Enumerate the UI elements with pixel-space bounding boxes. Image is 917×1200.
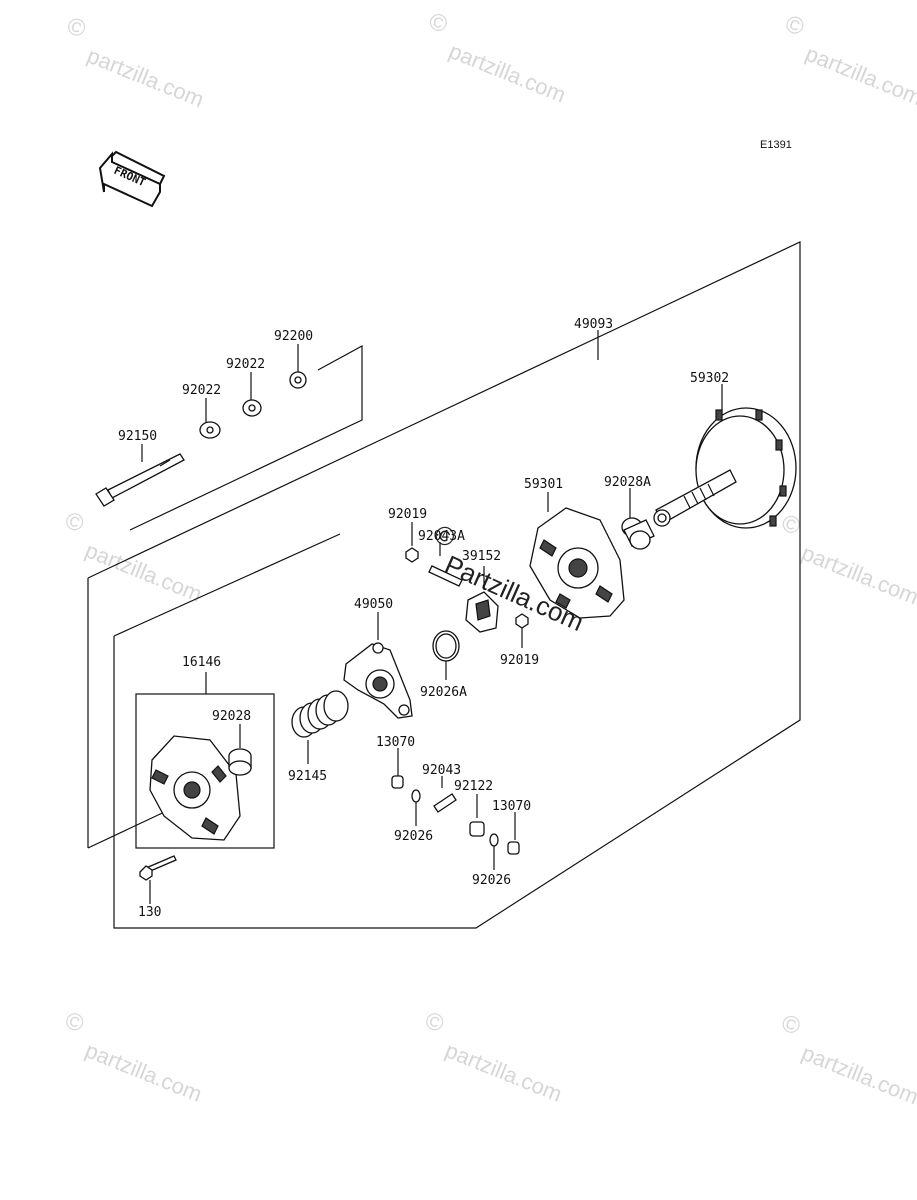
label-92200: 92200	[274, 329, 313, 344]
watermark-text: partzilla.com	[798, 1040, 917, 1109]
label-92150: 92150	[118, 429, 157, 444]
cover-16146-icon	[149, 735, 241, 841]
spring-92145-icon	[291, 690, 349, 738]
label-92026: 92026	[472, 873, 511, 888]
label-130: 130	[138, 905, 161, 920]
washer-92022-icon	[242, 399, 262, 417]
label-92022: 92022	[226, 357, 265, 372]
bushing-92122-icon	[469, 821, 485, 837]
diagram-code: E1391	[760, 139, 792, 151]
washer-92026-icon	[411, 789, 421, 803]
label-92145: 92145	[288, 769, 327, 784]
label-92019: 92019	[388, 507, 427, 522]
pin-92043A-icon	[428, 565, 463, 587]
watermark-copyright: ©	[63, 12, 90, 44]
pad-39152-icon	[465, 591, 499, 633]
label-92028A: 92028A	[604, 475, 651, 490]
bushing-92028-icon	[228, 748, 252, 776]
label-92043A: 92043A	[418, 529, 465, 544]
washer-92026-icon	[489, 833, 499, 847]
label-92026: 92026	[394, 829, 433, 844]
front-arrow-icon: FRONT	[98, 150, 166, 208]
bushing-92028A-icon	[621, 517, 655, 550]
watermark-text: partzilla.com	[446, 38, 570, 107]
watermark-copyright: ©	[781, 10, 808, 42]
watermark-copyright: ©	[61, 1007, 88, 1039]
roller-13070-icon	[507, 841, 520, 855]
label-39152: 39152	[462, 549, 501, 564]
label-16146: 16146	[182, 655, 221, 670]
bolt-kit-outline	[129, 344, 363, 531]
label-92043: 92043	[422, 763, 461, 778]
bolt-130-icon	[139, 855, 177, 881]
label-49050: 49050	[354, 597, 393, 612]
pin-92043-icon	[433, 793, 457, 813]
watermark-copyright: ©	[425, 7, 452, 39]
label-59301: 59301	[524, 477, 563, 492]
watermark-text: partzilla.com	[442, 1037, 566, 1106]
assembly-outline	[87, 241, 801, 929]
nut-92019-icon	[515, 613, 529, 629]
roller-13070-icon	[391, 775, 404, 789]
label-92022: 92022	[182, 383, 221, 398]
watermark-copyright: ©	[421, 1007, 448, 1039]
sheave-59302-icon	[653, 407, 797, 529]
watermark-text: partzilla.com	[802, 41, 917, 110]
watermark-copyright: ©	[778, 1009, 805, 1041]
nut-92019-icon	[405, 547, 419, 563]
washer-92022-icon	[199, 421, 221, 439]
watermark-copyright: ©	[61, 507, 88, 539]
label-13070: 13070	[376, 735, 415, 750]
label-92019: 92019	[500, 653, 539, 668]
spider-49050-icon	[343, 642, 413, 719]
label-49093: 49093	[574, 317, 613, 332]
watermark-text: partzilla.com	[82, 1037, 206, 1106]
watermark-text: partzilla.com	[798, 540, 917, 609]
label-92026A: 92026A	[420, 685, 467, 700]
label-92028: 92028	[212, 709, 251, 724]
label-59302: 59302	[690, 371, 729, 386]
part-labels: 49093 59302 92200 92022 92022 92150 5930…	[118, 317, 729, 920]
washer-92200-icon	[289, 371, 307, 389]
label-92122: 92122	[454, 779, 493, 794]
bolt-92150-icon	[95, 453, 185, 507]
watermark-text: partzilla.com	[84, 43, 208, 112]
ring-92026A-icon	[432, 630, 460, 662]
label-13070: 13070	[492, 799, 531, 814]
cam-plate-59301-icon	[529, 507, 625, 619]
